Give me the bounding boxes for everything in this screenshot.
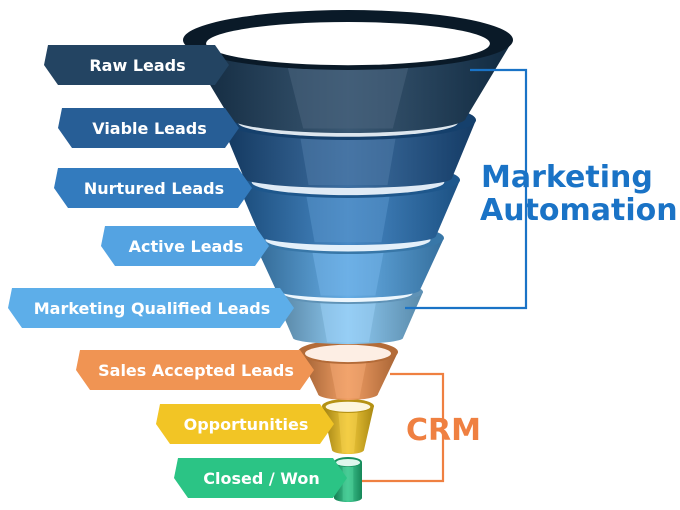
marketing-automation-line2: Automation [480,193,678,228]
stage-banner-raw-leads: Raw Leads [44,45,229,85]
stage-label-closed-won: Closed / Won [203,469,320,488]
stage-banner-shape [76,350,314,390]
crm-group: CRM [362,372,481,483]
funnel-facet-active-leads [311,247,385,296]
stage-label-nurtured-leads: Nurtured Leads [84,179,224,198]
marketing-automation-group: Marketing Automation [405,68,678,310]
funnel-opening-raw-leads [206,21,490,66]
stage-banner-sales-accepted-leads: Sales Accepted Leads [76,350,314,390]
funnel-opening-opportunities [325,401,371,412]
funnel-segment-sales-accepted-leads [298,340,398,400]
crm-label: CRM [406,413,481,448]
stage-label-opportunities: Opportunities [184,415,309,434]
stage-label-marketing-qualified-leads: Marketing Qualified Leads [34,299,271,318]
stage-banner-viable-leads: Viable Leads [58,108,239,148]
funnel-segment-marketing-qualified-leads [273,280,423,344]
stage-label-viable-leads: Viable Leads [92,119,207,138]
stage-banner-shape [8,288,294,328]
stage-label-sales-accepted-leads: Sales Accepted Leads [98,361,294,380]
funnel-facet-marketing-qualified-leads [319,299,377,343]
funnel-facet-raw-leads [285,58,411,129]
stage-banner-shape [156,404,334,444]
funnel-opening-sales-accepted-leads [305,344,391,363]
stage-banner-nurtured-leads: Nurtured Leads [54,168,252,208]
stage-banner-shape [174,458,347,498]
funnel-facet-closed-won [342,465,354,501]
crm-bracket [362,372,445,483]
stage-banner-shape [101,226,269,266]
stage-banner-marketing-qualified-leads: Marketing Qualified Leads [8,288,294,328]
funnel-facet-opportunities [338,410,358,453]
funnel-opening-closed-won [335,459,361,467]
stage-banner-active-leads: Active Leads [101,226,269,266]
stage-label-active-leads: Active Leads [129,237,244,256]
stage-banner-closed-won: Closed / Won [174,458,347,498]
stage-banner-shape [58,108,239,148]
funnel-segment-raw-leads [183,10,513,133]
funnel-facet-sales-accepted-leads [329,359,367,399]
marketing-automation-bracket [405,68,528,310]
stage-label-raw-leads: Raw Leads [89,56,185,75]
marketing-automation-line1: Marketing [481,160,653,195]
stage-banner-shape [44,45,229,85]
funnel-facet-viable-leads [299,132,397,185]
stage-banner-shape [54,168,252,208]
stage-banner-opportunities: Opportunities [156,404,334,444]
funnel-facet-nurtured-leads [305,190,391,243]
funnel-segment-opportunities [322,399,374,454]
funnel-body [183,10,513,502]
